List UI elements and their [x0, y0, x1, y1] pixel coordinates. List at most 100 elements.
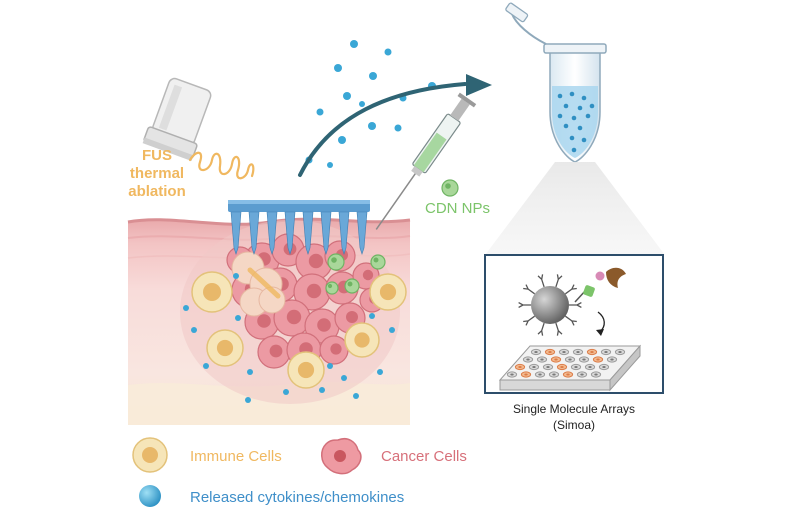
cytokine-dot: [384, 48, 392, 56]
cytokine-dot: [191, 327, 197, 333]
ablated-region: [231, 251, 286, 317]
syringe-icon: [375, 92, 477, 230]
microneedle: [248, 211, 260, 255]
cancer-cell: [304, 308, 340, 344]
microneedle: [266, 211, 278, 255]
cytokine-dot: [283, 389, 289, 395]
ultrasound-wave-icon: [188, 151, 255, 180]
cdn-np: [441, 179, 459, 197]
tube-cytokine-dot: [589, 103, 595, 109]
capture-antibody: [564, 315, 577, 326]
legend-cancer-cells-label: Cancer Cells: [381, 448, 467, 465]
microneedle: [320, 211, 332, 255]
legend-cytokine-icon: [139, 485, 161, 507]
tube-cytokine-dot: [581, 95, 587, 101]
cytokine-dot: [203, 363, 209, 369]
cytokine-dot: [183, 305, 189, 311]
cytokine-dot: [316, 108, 324, 116]
microneedle: [338, 211, 350, 255]
microneedle: [284, 211, 296, 255]
cdn-nps-label: CDN NPs: [425, 200, 490, 217]
capture-antibody: [564, 284, 577, 295]
immune-cell: [191, 271, 233, 313]
tube-cytokine-dot: [581, 137, 587, 143]
tube-cytokine-dot: [571, 115, 577, 121]
tube-cytokine-dot: [571, 147, 577, 153]
cancer-cell: [257, 335, 291, 369]
magnetic-bead-icon: [518, 274, 582, 336]
capture-antibody: [523, 284, 536, 295]
cancer-cell: [293, 273, 331, 311]
cytokine-dot: [369, 313, 375, 319]
tube-cytokine-dot: [577, 125, 583, 131]
tube-cytokine-dot: [585, 113, 591, 119]
cytokine-dot: [359, 101, 365, 107]
cytokine-dot: [327, 363, 333, 369]
capture-antibody: [523, 315, 536, 326]
tube-cytokine-dot: [569, 91, 575, 97]
tube-cytokine-dot: [563, 123, 569, 129]
cdn-np: [327, 253, 345, 271]
tube-cytokine-dot: [563, 103, 569, 109]
capture-antibody: [555, 322, 563, 336]
cytokine-dot: [394, 124, 402, 132]
cytokine-dot: [343, 92, 351, 100]
cytokine-dot: [338, 136, 346, 144]
legend-immune-cells-label: Immune Cells: [190, 448, 282, 465]
zoom-projection: [485, 162, 665, 255]
detection-complex-icon: [574, 267, 626, 303]
tube-cytokine-dot: [557, 113, 563, 119]
capture-antibody: [555, 274, 563, 288]
cdn-np: [325, 281, 339, 295]
cytokine-dot: [334, 64, 342, 72]
cytokine-dot: [353, 393, 359, 399]
release-arrow: [298, 74, 492, 177]
legend-immune-cell-icon: [132, 437, 168, 473]
immune-cell: [287, 351, 325, 389]
microwell-array-icon: [498, 344, 642, 392]
cdn-np: [344, 278, 360, 294]
cytokine-dot: [389, 327, 395, 333]
simoa-panel: [484, 254, 664, 394]
cytokine-dot: [319, 387, 325, 393]
legend: Immune Cells Cancer Cells Released cytok…: [132, 437, 467, 507]
released-cytokines: [183, 40, 436, 403]
immune-cell: [206, 329, 244, 367]
cytokine-dot: [245, 397, 251, 403]
cytokine-dot: [247, 369, 253, 375]
tube-cytokine-dot: [577, 105, 583, 111]
microneedle: [302, 211, 314, 255]
capture-antibody: [537, 322, 545, 336]
cdn-np: [370, 254, 386, 270]
microneedle: [356, 211, 368, 255]
microneedle: [230, 211, 242, 255]
microcentrifuge-tube-icon: [505, 2, 607, 163]
fus-label-line2: thermal: [130, 165, 184, 182]
simoa-label-line2: (Simoa): [553, 418, 595, 432]
cytokine-dot: [377, 369, 383, 375]
tube-cytokine-dot: [569, 135, 575, 141]
tube-cytokine-dot: [557, 93, 563, 99]
cancer-cell: [273, 299, 311, 337]
microneedle-patch-icon: [228, 200, 370, 255]
immune-cell: [344, 322, 380, 358]
cytokine-dot: [350, 40, 358, 48]
cytokine-dot: [327, 162, 333, 168]
simoa-label-line1: Single Molecule Arrays: [513, 402, 635, 416]
legend-cytokines-label: Released cytokines/chemokines: [190, 489, 404, 506]
immune-cell: [369, 273, 407, 311]
fus-label-line3: ablation: [128, 183, 186, 200]
cdn-nanoparticles: [325, 179, 459, 295]
immune-cells-group: [191, 271, 407, 389]
cytokine-dot: [369, 72, 377, 80]
cytokine-dot: [341, 375, 347, 381]
cytokine-dot: [233, 273, 239, 279]
cytokine-dot: [235, 315, 241, 321]
capture-antibody: [537, 274, 545, 288]
capture-antibody: [569, 302, 582, 308]
fus-label-line1: FUS: [142, 147, 172, 164]
capture-antibody: [518, 302, 531, 308]
ultrasound-transducer-icon: [142, 77, 212, 161]
